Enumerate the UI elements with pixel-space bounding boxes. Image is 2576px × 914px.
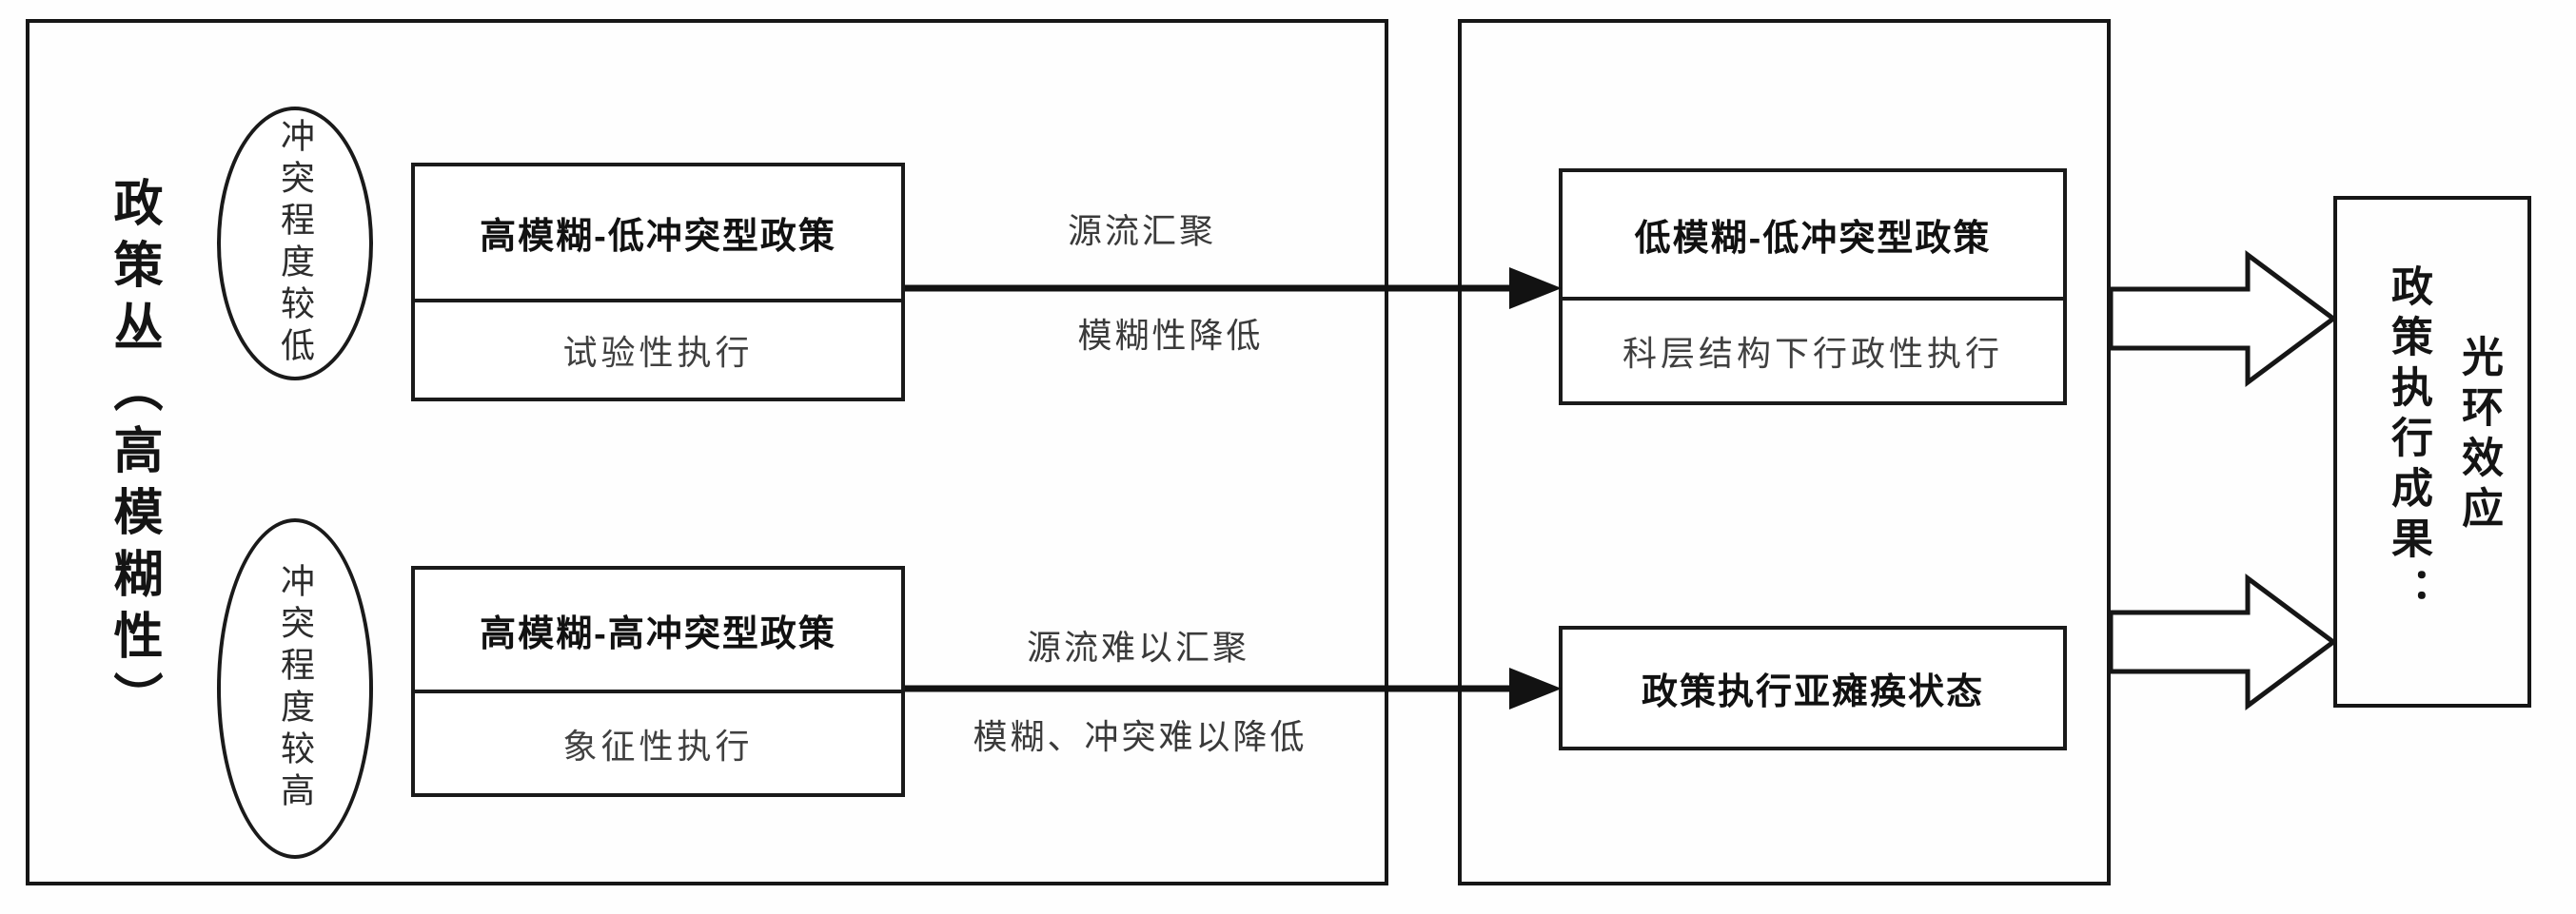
outcome-caption: 政策执行成果： — [2385, 264, 2431, 617]
outcome-panel — [2333, 196, 2531, 708]
semi-paralysis-row: 政策执行亚瘫痪状态 — [1563, 630, 2063, 747]
conflict-low-ellipse: 冲突程度较低 — [217, 107, 373, 380]
high-ambiguity-low-conflict-box: 高模糊-低冲突型政策 试验性执行 — [411, 163, 905, 401]
halo-effect-label: 光环效应 — [2455, 335, 2502, 536]
bureaucratic-implementation-label: 科层结构下行政性执行 — [1622, 334, 2003, 373]
flow-bottom-label-below: 模糊、冲突难以降低 — [973, 717, 1308, 756]
high-ambiguity-high-conflict-box: 高模糊-高冲突型政策 象征性执行 — [411, 566, 905, 797]
conflict-high-ellipse: 冲突程度较高 — [217, 518, 373, 859]
policy-cluster-panel — [26, 19, 1388, 885]
semi-paralysis-box: 政策执行亚瘫痪状态 — [1559, 626, 2067, 750]
high-ambiguity-high-conflict-title-row: 高模糊-高冲突型政策 — [415, 570, 901, 690]
semi-paralysis-label: 政策执行亚瘫痪状态 — [1641, 672, 1984, 712]
low-ambiguity-low-conflict-title: 低模糊-低冲突型政策 — [1634, 219, 1992, 259]
conflict-high-label: 冲突程度较高 — [276, 563, 315, 814]
experimental-implementation-row: 试验性执行 — [415, 299, 901, 398]
high-ambiguity-low-conflict-title-row: 高模糊-低冲突型政策 — [415, 166, 901, 299]
symbolic-implementation-label: 象征性执行 — [562, 726, 754, 766]
bureaucratic-implementation-row: 科层结构下行政性执行 — [1563, 297, 2063, 401]
flow-top-label-below: 模糊性降低 — [1077, 316, 1264, 355]
high-ambiguity-low-conflict-title: 高模糊-低冲突型政策 — [480, 217, 836, 257]
policy-cluster-axis-label: 政策丛（高模糊性） — [98, 169, 169, 740]
low-ambiguity-low-conflict-title-row: 低模糊-低冲突型政策 — [1563, 172, 2063, 297]
policy-transition-panel — [1458, 19, 2111, 885]
flow-top-label-above: 源流汇聚 — [1067, 211, 1217, 250]
block-arrow-top-icon — [2108, 250, 2338, 387]
block-arrow-bottom-icon — [2108, 574, 2338, 710]
experimental-implementation-label: 试验性执行 — [562, 333, 754, 372]
symbolic-implementation-row: 象征性执行 — [415, 690, 901, 793]
low-ambiguity-low-conflict-box: 低模糊-低冲突型政策 科层结构下行政性执行 — [1559, 168, 2067, 405]
flow-bottom-label-above: 源流难以汇聚 — [1026, 628, 1250, 667]
conflict-low-label: 冲突程度较低 — [276, 118, 315, 369]
high-ambiguity-high-conflict-title: 高模糊-高冲突型政策 — [480, 613, 836, 654]
policy-cluster-axis-text: 政策丛（高模糊性） — [106, 176, 161, 733]
